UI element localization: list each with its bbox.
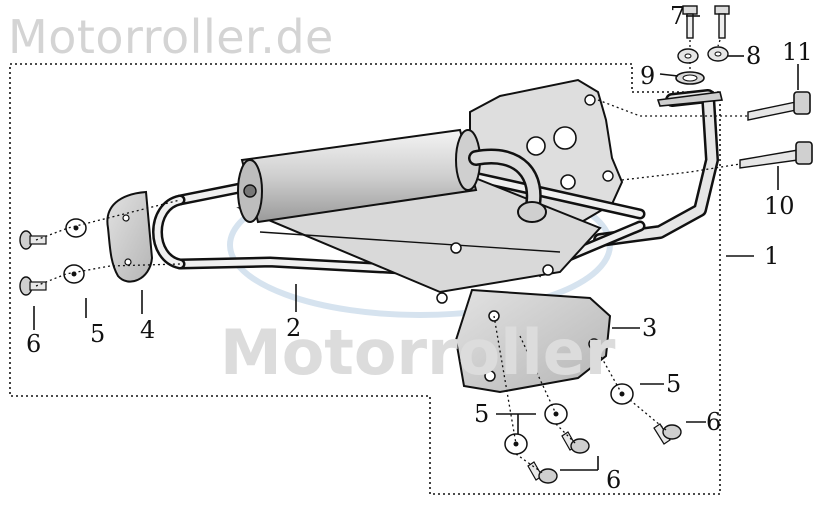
callout-8: 8 [746, 42, 762, 70]
small-heat-shield [106, 190, 154, 283]
callout-5: 5 [666, 370, 682, 398]
muffler-bolt [450, 242, 462, 254]
callout-1: 1 [764, 242, 780, 270]
assembly-boundary [9, 63, 721, 495]
bracket-hole [526, 136, 546, 156]
callout-7: 7 [670, 2, 686, 30]
callout-3: 3 [642, 314, 658, 342]
shield-screw [19, 230, 47, 250]
shield-screw [527, 461, 558, 484]
shield-screw [653, 423, 682, 445]
callout-6: 6 [706, 408, 722, 436]
flange-bolt [714, 5, 730, 39]
callout-11: 11 [782, 38, 813, 66]
exhaust-flange [656, 91, 724, 107]
leader-lines [33, 15, 799, 471]
callout-4: 4 [140, 316, 156, 344]
bracket-hole [553, 126, 577, 150]
mounting-bolt-long [739, 141, 813, 169]
alignment-lines [35, 39, 748, 475]
callout-9: 9 [640, 62, 656, 90]
callout-5: 5 [90, 320, 106, 348]
bracket-hole [560, 174, 576, 190]
callout-5: 5 [474, 400, 490, 428]
flange-bolt [682, 5, 698, 39]
muffler-seam [259, 231, 561, 253]
watermark-middle: Motorroller [220, 316, 616, 389]
muffler-bolt [542, 264, 554, 276]
bracket-hole [584, 94, 596, 106]
callout-6: 6 [606, 466, 622, 494]
callout-2: 2 [286, 314, 302, 342]
muffler-bolt [436, 292, 448, 304]
shield-screw [561, 431, 590, 454]
callout-10: 10 [764, 192, 795, 220]
shield-screw [19, 276, 47, 296]
mounting-bolt-long [747, 91, 811, 121]
frame-tube-loop [152, 194, 186, 270]
callout-6: 6 [26, 330, 42, 358]
bracket-hole [602, 170, 614, 182]
silencer-outlet [243, 184, 257, 198]
watermark-top: Motorroller.de [8, 10, 334, 64]
